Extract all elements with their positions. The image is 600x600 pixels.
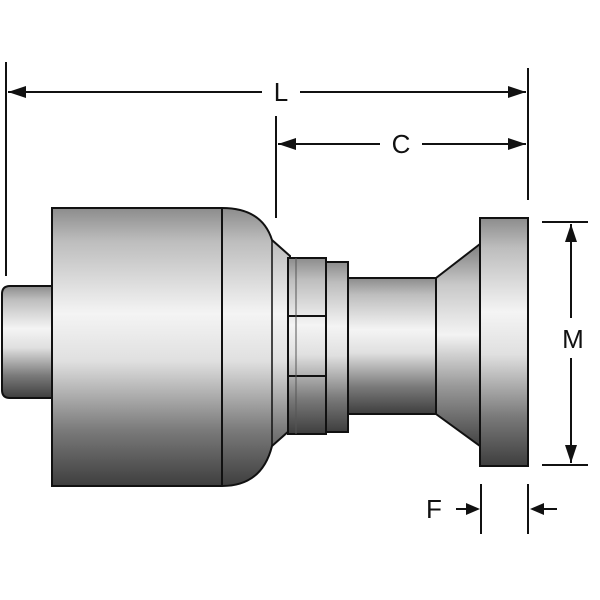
label-m: M [562, 324, 584, 354]
neck-tube [347, 277, 437, 415]
label-c: C [392, 129, 411, 159]
extension-lines [5, 62, 588, 534]
label-f: F [426, 494, 442, 524]
label-l: L [274, 77, 288, 107]
flare-cone [435, 241, 481, 448]
stem-nipple [1, 285, 57, 399]
collar-ring [325, 261, 349, 433]
flange-head [479, 217, 529, 467]
ferrule-shell [51, 207, 291, 487]
dimension-f: F [426, 494, 557, 524]
dimension-l: L [8, 77, 526, 107]
dimension-m: M [562, 224, 584, 463]
dimension-c: C [278, 129, 526, 159]
hex-nut [287, 257, 327, 435]
